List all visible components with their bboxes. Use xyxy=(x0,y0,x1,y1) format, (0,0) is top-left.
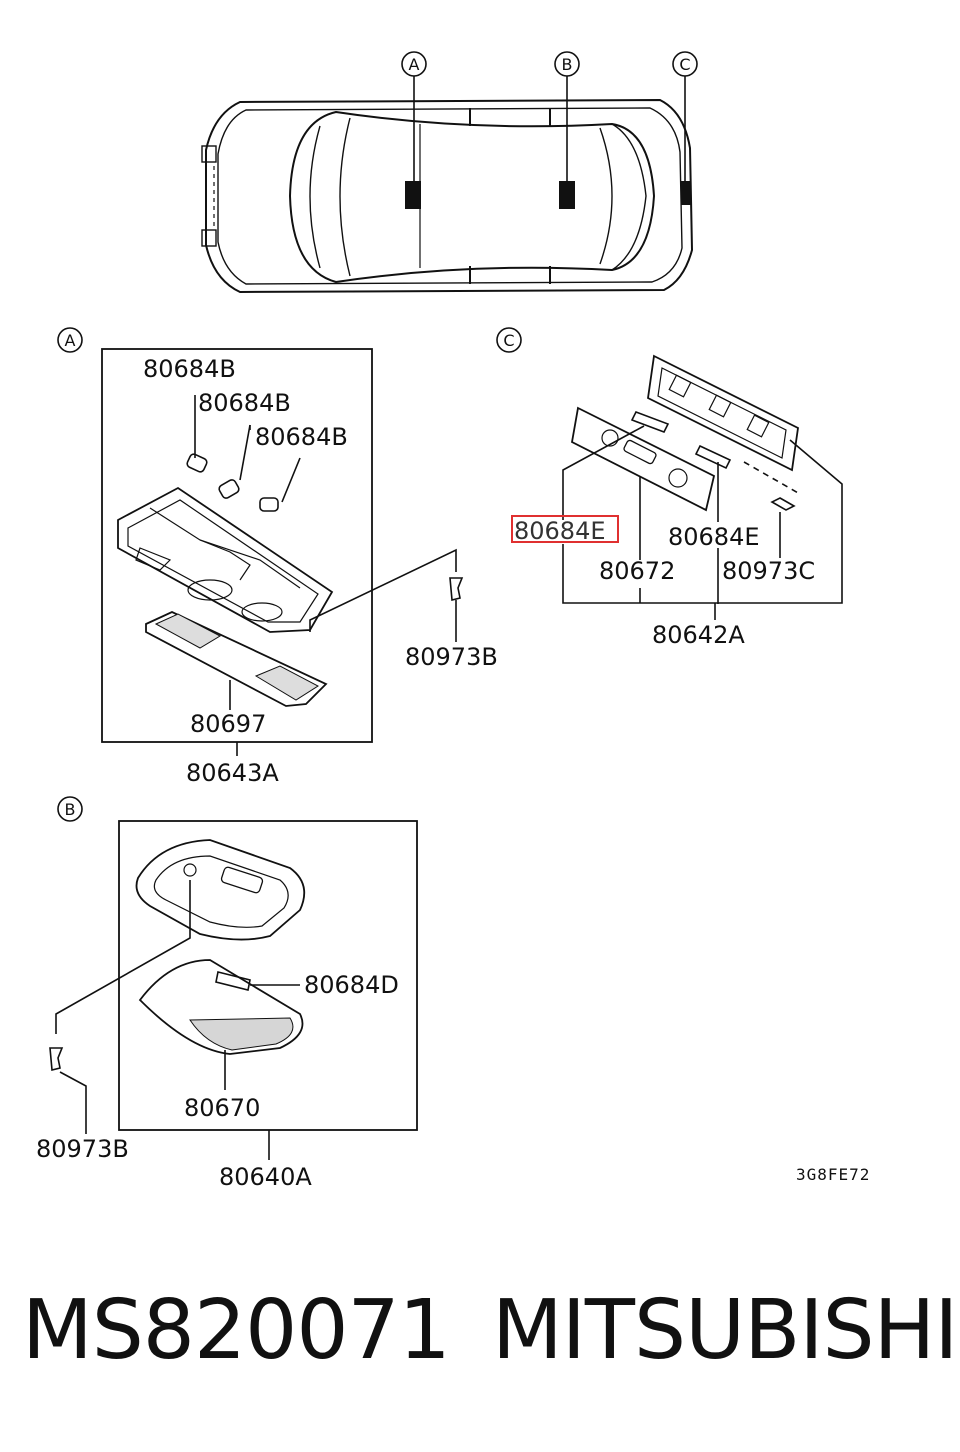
section-c-leaders xyxy=(562,425,843,620)
label-a-assembly: 80643A xyxy=(186,759,279,787)
svg-text:A: A xyxy=(409,55,420,74)
label-b-assembly: 80640A xyxy=(219,1163,312,1191)
marker-a-top: A xyxy=(401,51,427,77)
label-a-bulb-3: 80684B xyxy=(255,423,348,451)
marker-b-top: B xyxy=(554,51,580,77)
svg-text:A: A xyxy=(65,331,76,350)
svg-text:C: C xyxy=(503,331,514,350)
label-c-bulb: 80684E xyxy=(668,523,760,551)
section-b-lens xyxy=(138,959,304,1055)
section-a-housing xyxy=(117,486,334,633)
label-a-screw: 80973B xyxy=(405,643,498,671)
label-c-lens: 80672 xyxy=(599,557,675,585)
section-a-bulbs xyxy=(186,395,301,512)
label-b-lens: 80670 xyxy=(184,1094,260,1122)
label-c-screw: 80973C xyxy=(722,557,815,585)
section-b-screw xyxy=(49,880,191,1134)
label-c-bulb-highlighted: 80684E xyxy=(514,517,606,545)
label-b-screw: 80973B xyxy=(36,1135,129,1163)
section-a-screw xyxy=(309,548,464,642)
section-c-bulbs xyxy=(630,410,801,511)
svg-text:B: B xyxy=(562,55,573,74)
marker-c-section: C xyxy=(496,327,522,353)
diagram-code: 3G8FE72 xyxy=(796,1165,870,1184)
part-number: MS820071 xyxy=(22,1283,451,1378)
car-top-view xyxy=(201,76,694,294)
section-c-lens xyxy=(570,406,716,512)
section-b-housing xyxy=(135,839,306,941)
brand-name: MITSUBISHI xyxy=(492,1283,958,1378)
highlight-box xyxy=(511,515,619,543)
label-a-bulb-2: 80684B xyxy=(198,389,291,417)
label-a-bulb-1: 80684B xyxy=(143,355,236,383)
section-c-housing xyxy=(647,354,799,472)
svg-text:B: B xyxy=(65,800,76,819)
svg-text:C: C xyxy=(679,55,690,74)
section-b-frame xyxy=(118,820,418,1131)
marker-c-top: C xyxy=(672,51,698,77)
label-b-bulb: 80684D xyxy=(304,971,399,999)
marker-b-section: B xyxy=(57,796,83,822)
label-a-lens: 80697 xyxy=(190,710,266,738)
label-c-assembly: 80642A xyxy=(652,621,745,649)
section-b-bulb xyxy=(215,971,300,991)
section-a-lens xyxy=(145,611,328,707)
marker-a-section: A xyxy=(57,327,83,353)
